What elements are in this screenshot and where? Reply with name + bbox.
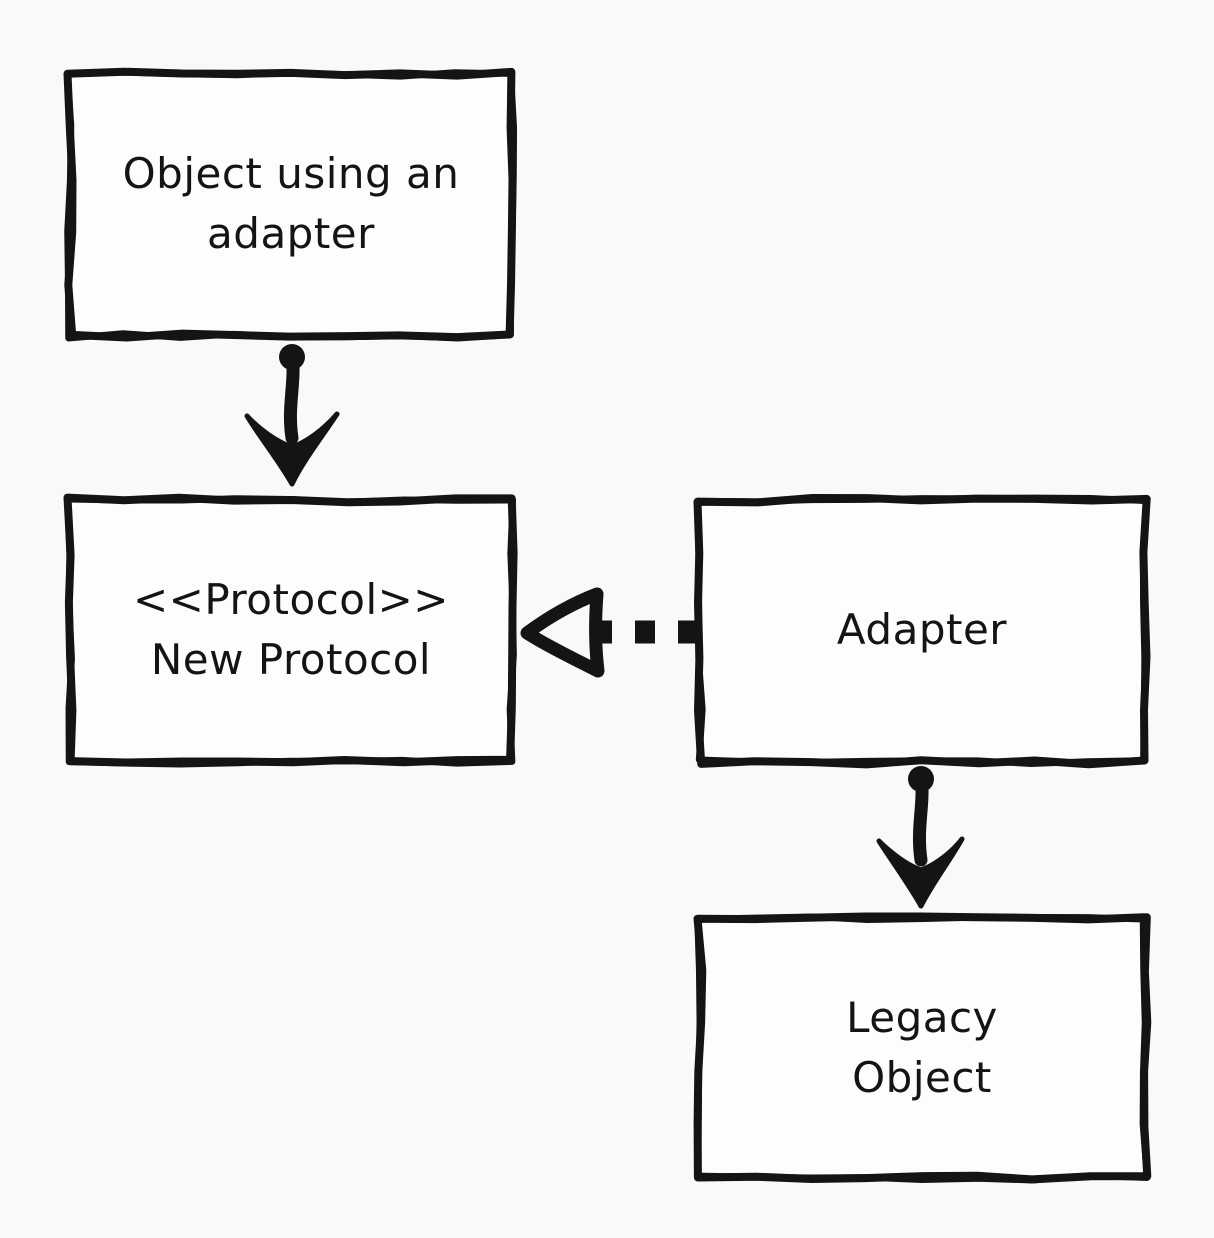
node-box-new-protocol [63,493,518,768]
filled-arrowhead-down-icon [876,836,965,909]
node-box-client [63,67,518,342]
filled-arrowhead-down-icon [244,411,340,487]
edge-client-to-protocol [244,344,340,487]
edge-adapter-to-legacy [876,766,965,909]
node-box-adapter [693,494,1151,769]
edge-adapter-to-protocol [520,587,696,678]
node-box-legacy [693,912,1152,1184]
open-triangle-arrowhead-left-icon [520,587,605,678]
